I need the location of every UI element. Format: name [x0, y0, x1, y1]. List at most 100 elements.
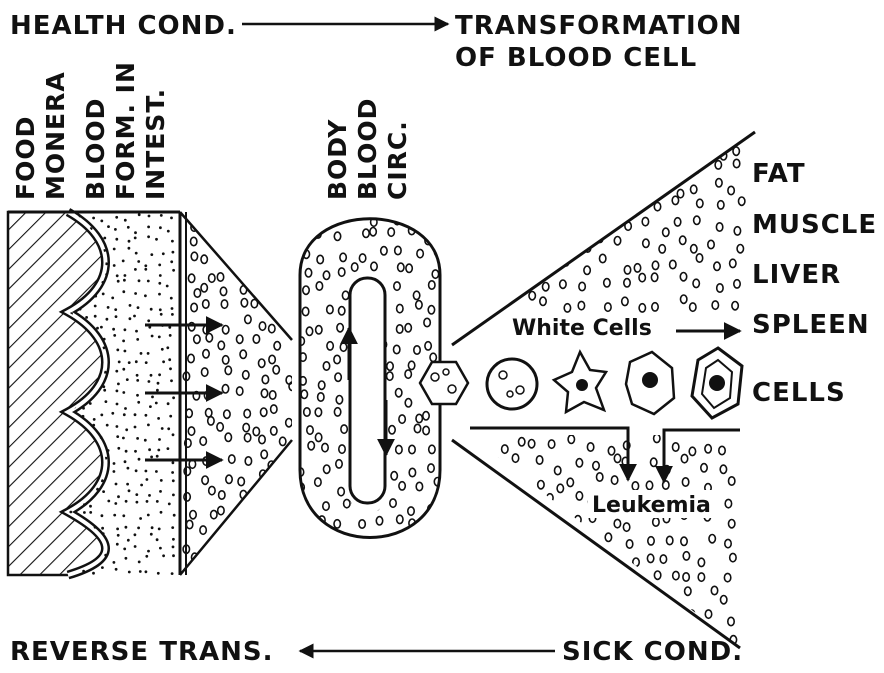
tissue-cell — [524, 241, 530, 249]
stipple-dot — [156, 500, 159, 503]
blood-cell — [290, 299, 296, 307]
blood-cell — [243, 423, 249, 431]
transformation-label-line1: TRANSFORMATION — [455, 11, 743, 41]
leukemia-cell — [566, 531, 572, 539]
blood-cell — [200, 526, 206, 534]
stipple-dot — [160, 511, 163, 514]
leukemia-cell — [616, 588, 622, 596]
stipple-dot — [155, 238, 158, 241]
leukemia-cell — [473, 573, 479, 581]
tissue-cell — [625, 164, 631, 172]
blood-cell — [190, 511, 196, 519]
leukemia-cell — [673, 571, 679, 579]
blood-cell — [241, 299, 247, 307]
stipple-dot — [157, 417, 160, 420]
blood-cell — [252, 263, 258, 271]
blood-cell — [191, 252, 197, 260]
blood-cell — [307, 229, 313, 237]
blood-cell — [209, 486, 215, 494]
reverse-transformation-label: REVERSE TRANS. — [10, 637, 273, 667]
blood-cell — [321, 209, 327, 217]
stipple-dot — [147, 550, 150, 553]
tissue-cell — [614, 237, 620, 245]
tissue-cell — [652, 303, 658, 311]
tissue-cell — [659, 169, 665, 177]
leukemia-cell — [521, 501, 527, 509]
stipple-dot — [105, 400, 108, 403]
stipple-dot — [83, 511, 86, 514]
tissue-cell — [737, 245, 743, 253]
stipple-dot — [159, 308, 162, 311]
blood-cell — [262, 554, 268, 562]
blood-formation-label-line2: FORM. IN — [111, 61, 140, 200]
stipple-dot — [150, 308, 153, 311]
stipple-dot — [146, 478, 149, 481]
stipple-dot — [146, 500, 149, 503]
stipple-dot — [114, 502, 117, 505]
stipple-dot — [134, 231, 137, 234]
stipple-dot — [128, 240, 131, 243]
tissue-cell — [632, 187, 638, 195]
stipple-dot — [93, 418, 96, 421]
stipple-dot — [137, 260, 140, 263]
blood-cell — [277, 263, 283, 271]
stipple-dot — [167, 402, 170, 405]
tissue-cell — [578, 301, 584, 309]
blood-cell — [278, 476, 284, 484]
blood-cell — [184, 493, 190, 501]
circulation-loop-inner — [350, 278, 385, 503]
stipple-dot — [69, 511, 72, 514]
stipple-dot — [124, 328, 127, 331]
stipple-dot — [151, 526, 154, 529]
stipple-dot — [116, 403, 119, 406]
stipple-dot — [116, 390, 119, 393]
blood-cell — [244, 251, 250, 259]
leukemia-cell — [548, 440, 554, 448]
blood-cell — [240, 350, 246, 358]
stipple-dot — [102, 385, 105, 388]
leukemia-cell — [537, 559, 543, 567]
stipple-dot — [144, 268, 147, 271]
stipple-dot — [127, 247, 130, 250]
stipple-dot — [124, 460, 127, 463]
stipple-dot — [158, 293, 161, 296]
tissue-cell — [600, 198, 606, 206]
leukemia-cell — [623, 523, 629, 531]
stipple-dot — [135, 252, 138, 255]
blood-cell — [253, 335, 259, 343]
tissue-cell — [601, 178, 607, 186]
blood-cell — [302, 516, 308, 524]
blood-cell — [208, 417, 214, 425]
stipple-dot — [122, 260, 125, 263]
stipple-dot — [104, 554, 107, 557]
blood-cell — [275, 231, 281, 239]
stipple-dot — [171, 313, 174, 316]
stipple-dot — [158, 528, 161, 531]
leukemia-cell — [493, 516, 499, 524]
stipple-dot — [117, 495, 120, 498]
leukemia-cell — [483, 503, 489, 511]
stipple-dot — [172, 396, 175, 399]
blood-cell — [209, 561, 215, 569]
stipple-dot — [172, 494, 175, 497]
leukemia-cell — [705, 445, 711, 453]
stipple-dot — [133, 315, 136, 318]
leukemia-cell — [556, 549, 562, 557]
tissue-cell — [461, 225, 467, 233]
stipple-dot — [115, 370, 118, 373]
tissue-cell — [677, 189, 683, 197]
leukemia-cell — [729, 520, 735, 528]
stipple-dot — [116, 543, 119, 546]
tissue-cell — [621, 200, 627, 208]
blood-cell — [221, 300, 227, 308]
stipple-dot — [144, 294, 147, 297]
tissue-cell — [622, 297, 628, 305]
stipple-dot — [136, 374, 139, 377]
tissue-cell — [659, 245, 665, 253]
blood-cell — [217, 216, 223, 224]
tissue-cell — [639, 304, 645, 312]
tissue-cell — [546, 190, 552, 198]
stipple-dot — [92, 572, 95, 575]
blood-cell — [269, 355, 275, 363]
leukemia-cell — [673, 615, 679, 623]
